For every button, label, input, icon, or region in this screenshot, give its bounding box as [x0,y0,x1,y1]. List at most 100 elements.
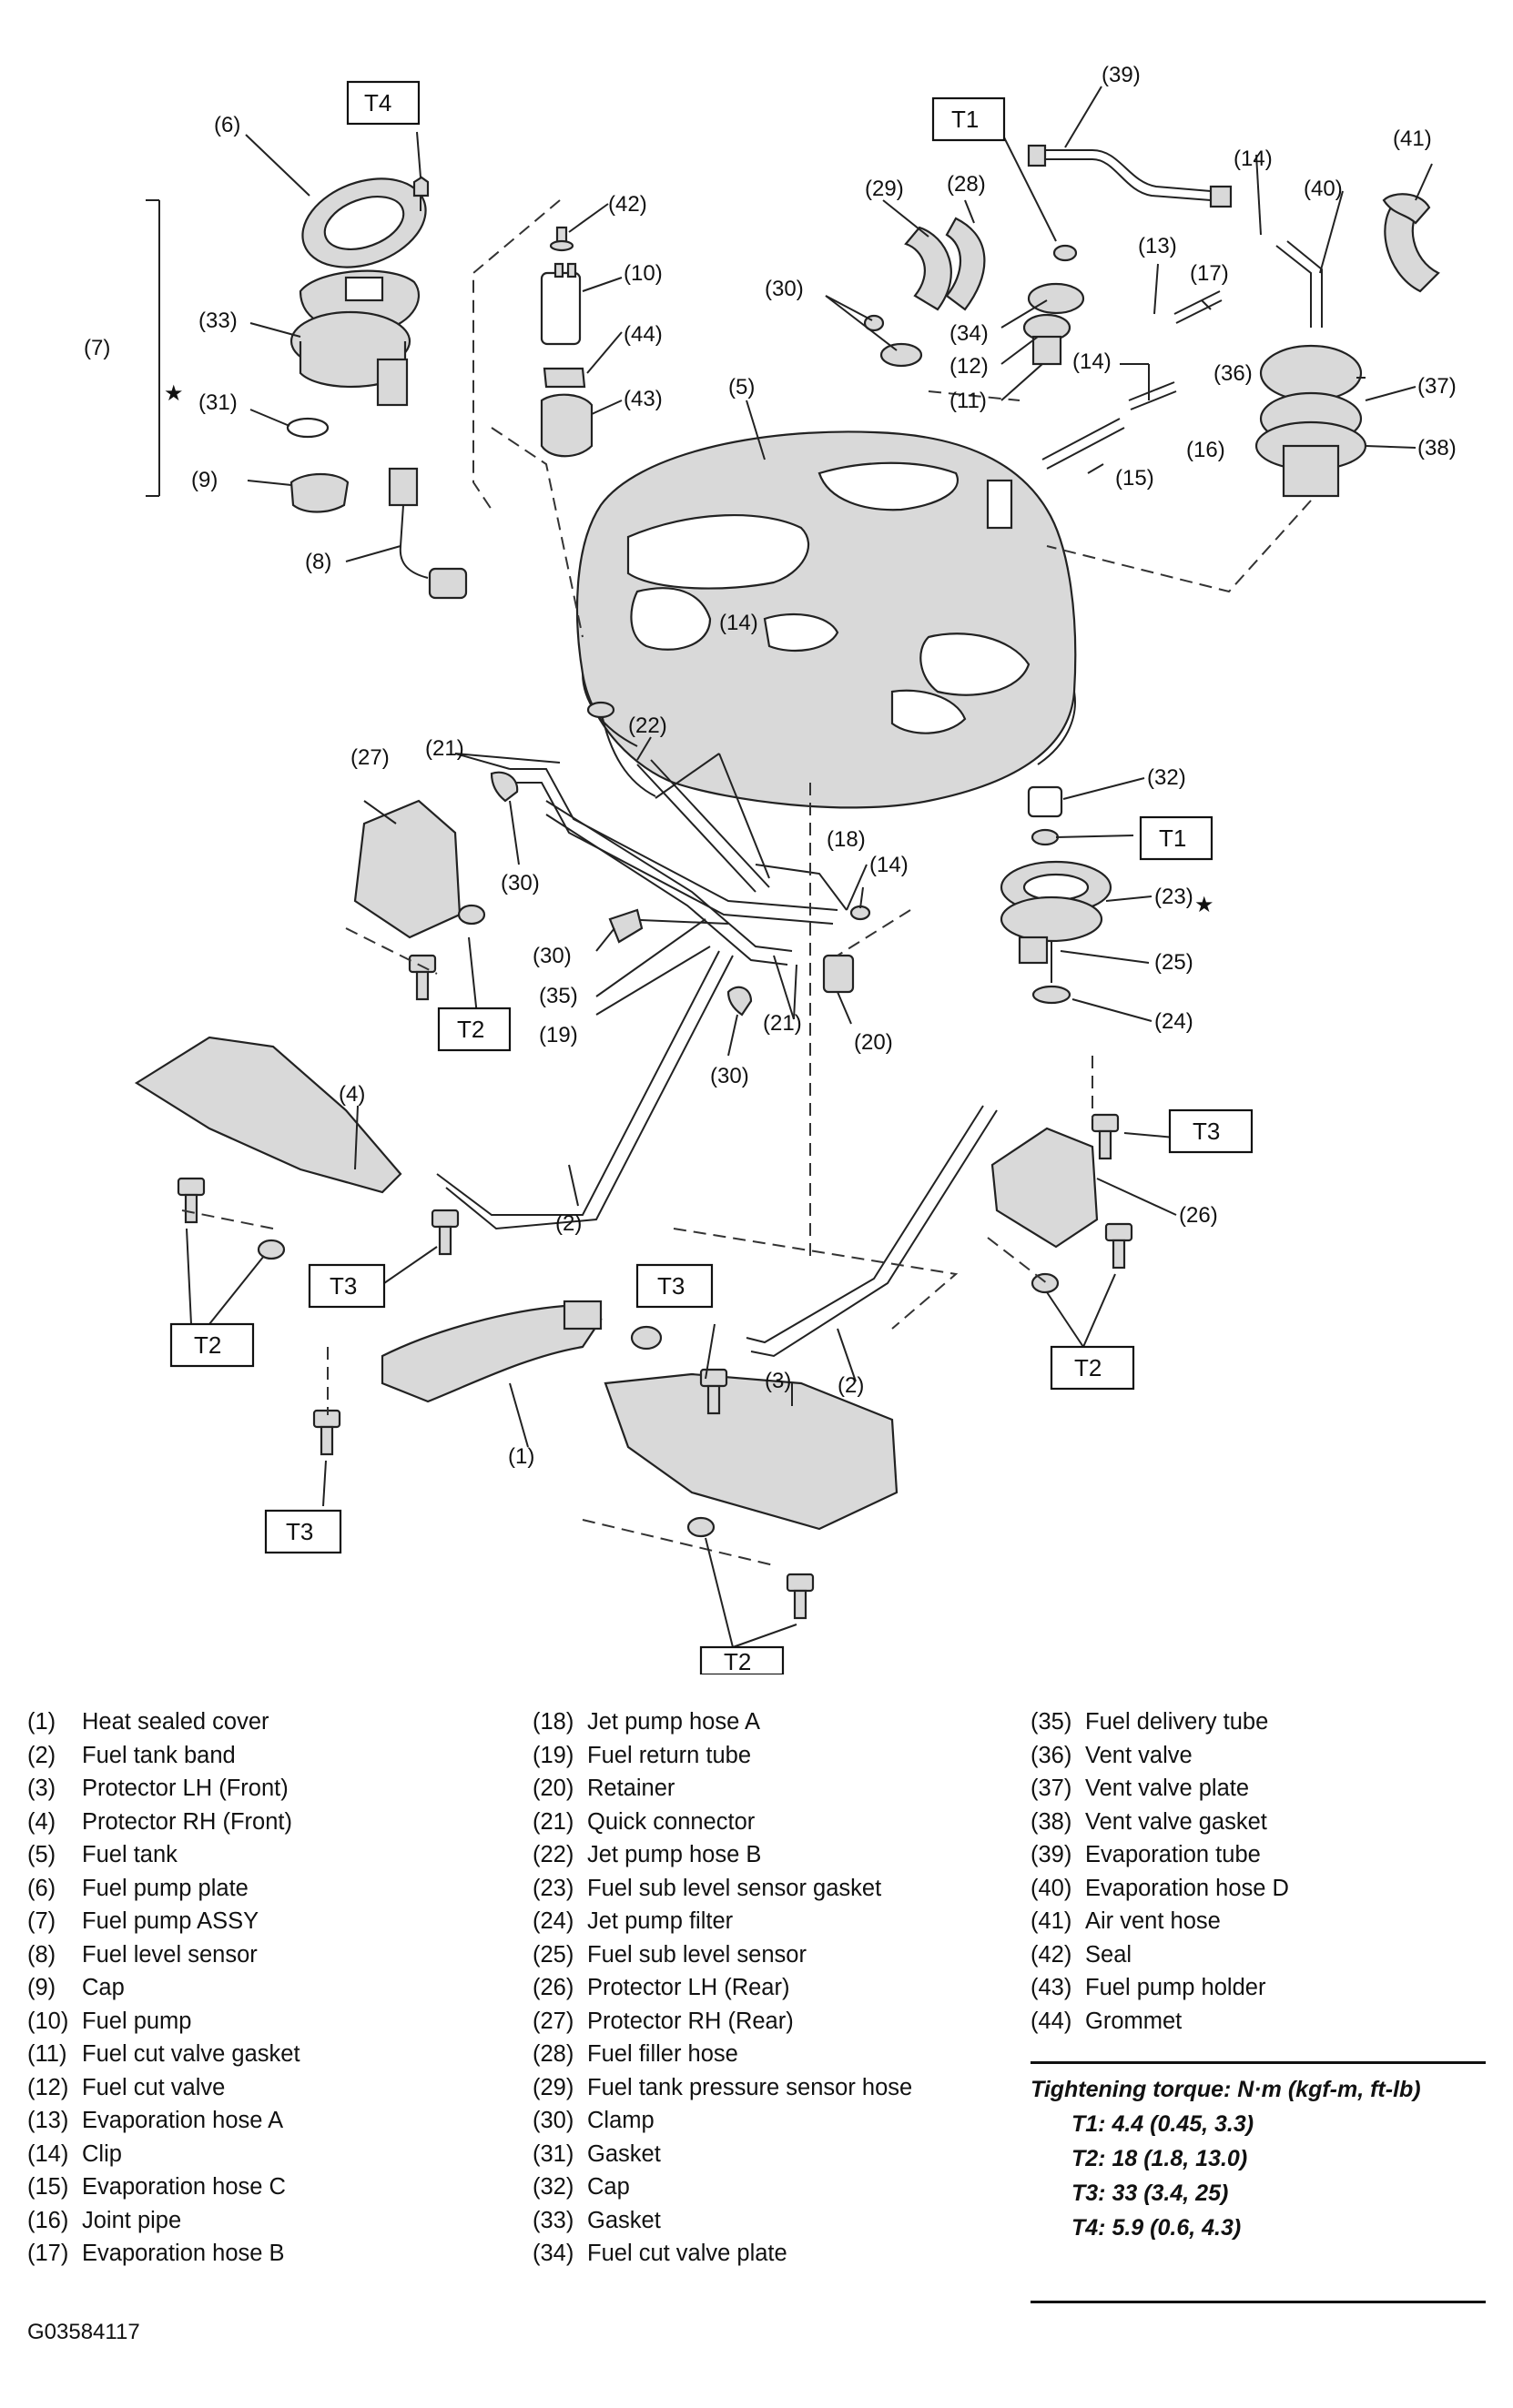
torque-box-t2: T2 [457,1016,484,1043]
legend-item-label: Fuel sub level sensor [587,1941,807,1968]
legend-item: (44)Grommet [1031,2008,1182,2035]
callout-26: (26) [1179,1203,1218,1228]
legend-item-label: Fuel cut valve plate [587,2241,787,2266]
legend-item-number: (44) [1031,2008,1072,2034]
legend-item: (20)Retainer [533,1776,675,1802]
legend-item-number: (7) [27,1908,56,1934]
callout-25: (25) [1154,950,1193,975]
torque-box-t3: T3 [330,1272,357,1300]
callout-39: (39) [1102,63,1141,87]
legend-item-label: Clip [82,2140,122,2167]
legend-item: (32)Cap [533,2174,630,2201]
sub-level-sensor-drawing [1000,785,1112,1005]
legend-item: (15)Evaporation hose C [27,2174,286,2201]
legend-item-number: (4) [27,1808,56,1835]
legend-item-number: (24) [533,1908,574,1934]
protectors-drawing [134,799,1099,1538]
legend-item: (11)Fuel cut valve gasket [27,2041,300,2068]
torque-spec-box: Tightening torque: N·m (kgf-m, ft-lb) T1… [1031,2061,1486,2303]
legend-item: (23)Fuel sub level sensor gasket [533,1876,881,1902]
star-icon: ★ [1194,893,1214,917]
legend-item: (39)Evaporation tube [1031,1842,1261,1868]
callout-6: (6) [214,113,240,137]
legend-item: (10) Fuel pump [27,2008,191,2035]
torque-box-t3: T3 [286,1518,313,1545]
callout-13: (13) [1138,234,1177,258]
torque-t1: T1: 4.4 (0.45, 3.3) [1071,2111,1254,2137]
legend-item: (36) Vent valve [1031,1743,1193,1769]
callout-30: (30) [710,1064,749,1088]
legend-item: (27)Protector RH (Rear) [533,2008,794,2035]
callout-24: (24) [1154,1009,1193,1034]
legend-item: (13)Evaporation hose A [27,2108,283,2134]
callout-21: (21) [425,736,464,761]
legend-item-number: (42) [1031,1941,1072,1968]
legend-item-label: Fuel pump [82,2008,192,2034]
legend-item: (21)Quick connector [533,1809,755,1836]
legend-item-number: (20) [533,1776,574,1801]
legend-item-number: (35) [1031,1709,1072,1735]
legend-item: (2)Fuel tank band [27,1743,236,1769]
legend-item: (42)Seal [1031,1942,1132,1968]
callout-14: (14) [869,853,909,877]
legend-item-number: (41) [1031,1908,1072,1934]
legend-item: (34)Fuel cut valve plate [533,2241,787,2267]
callout-1: (1) [508,1444,534,1469]
legend-item-number: (8) [27,1941,56,1968]
callout-35: (35) [539,984,578,1008]
callout-31: (31) [198,390,238,415]
legend-item-number: (39) [1031,1842,1072,1867]
legend-item: (19)Fuel return tube [533,1743,751,1769]
legend-item: (1)Heat sealed cover [27,1709,269,1735]
legend-item: (43)Fuel pump holder [1031,1975,1265,2001]
legend-item-label: Protector LH (Rear) [587,1975,790,2000]
legend-item: (30)Clamp [533,2108,655,2134]
fuel-tank-drawing [575,430,1077,809]
legend-item-label: Vent valve [1085,1742,1193,1768]
legend-item-label: Fuel pump plate [82,1875,249,1901]
legend-item-label: Evaporation hose A [82,2108,284,2133]
callout-33: (33) [198,309,238,333]
legend-item: (40)Evaporation hose D [1031,1876,1289,1902]
legend-item: (18)Jet pump hose A [533,1709,760,1735]
legend-item: (7)Fuel pump ASSY [27,1908,259,1935]
legend-item: (22)Jet pump hose B [533,1842,761,1868]
callout-14: (14) [719,611,758,635]
legend-item-number: (36) [1031,1742,1072,1768]
callout-27: (27) [350,745,390,770]
legend-item-number: (2) [27,1742,56,1768]
callout-14: (14) [1072,349,1112,374]
legend-item: (28)Fuel filler hose [533,2041,738,2068]
torque-boxes: T4 T1 T1 T2 T2 T2 T2 T3 T3 T3 T3 [169,80,1254,1674]
callout-10: (10) [624,261,663,286]
legend-item-number: (10) [27,2008,69,2034]
legend-item-label: Protector RH (Rear) [587,2008,794,2034]
callout-38: (38) [1417,436,1457,460]
callout-14: (14) [1234,147,1273,171]
legend-item-number: (22) [533,1842,574,1867]
dashed-guide-lines [181,199,1312,1566]
legend-item: (38)Vent valve gasket [1031,1809,1267,1836]
callout-4: (4) [339,1082,365,1107]
legend-item-number: (3) [27,1776,56,1801]
legend-item: (8)Fuel level sensor [27,1942,258,1968]
legend-item-label: Vent valve gasket [1085,1808,1267,1835]
legend-item-label: Fuel tank pressure sensor hose [587,2074,913,2100]
torque-heading: Tightening torque: N·m (kgf-m, ft-lb) [1031,2077,1421,2102]
callout-22: (22) [628,713,667,738]
legend-item-label: Protector LH (Front) [82,1776,289,1801]
callout-8: (8) [305,550,331,574]
legend-item: (24)Jet pump filter [533,1908,733,1935]
legend-item-number: (28) [533,2041,574,2067]
torque-box-t2: T2 [724,1648,751,1674]
legend-item-number: (33) [533,2207,574,2233]
callout-16: (16) [1186,438,1225,462]
legend-item-label: Quick connector [587,1808,756,1835]
legend-item-number: (29) [533,2074,574,2100]
legend-item-number: (43) [1031,1975,1072,2000]
legend-item-number: (18) [533,1709,574,1735]
legend-item: (4)Protector RH (Front) [27,1809,292,1836]
legend-item: (14)Clip [27,2141,122,2168]
legend-item: (37)Vent valve plate [1031,1776,1249,1802]
callout-18: (18) [827,827,866,852]
